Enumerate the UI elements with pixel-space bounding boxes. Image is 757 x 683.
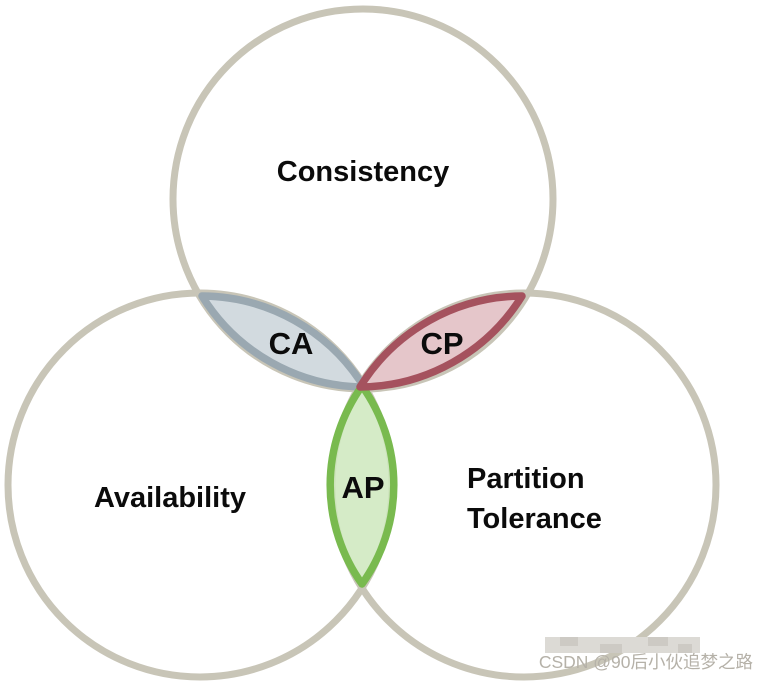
partition-label-line2: Tolerance [467, 503, 602, 535]
availability-label: Availability [94, 482, 246, 514]
cp-label: CP [420, 326, 463, 361]
blur-patch-block [600, 644, 622, 653]
consistency-label: Consistency [277, 156, 449, 188]
ap-label: AP [341, 470, 384, 505]
watermark-blur-patch [545, 637, 700, 653]
ca-label: CA [269, 326, 314, 361]
blur-patch-block [560, 637, 578, 646]
ap-overlap-lens [326, 382, 398, 588]
cp-overlap-lens [356, 292, 526, 391]
blur-patch-block [678, 644, 692, 653]
blur-patch-block [648, 637, 668, 646]
partition-label-line1: Partition [467, 463, 585, 495]
watermark-text: CSDN @90后小伙追梦之路 [539, 652, 754, 672]
